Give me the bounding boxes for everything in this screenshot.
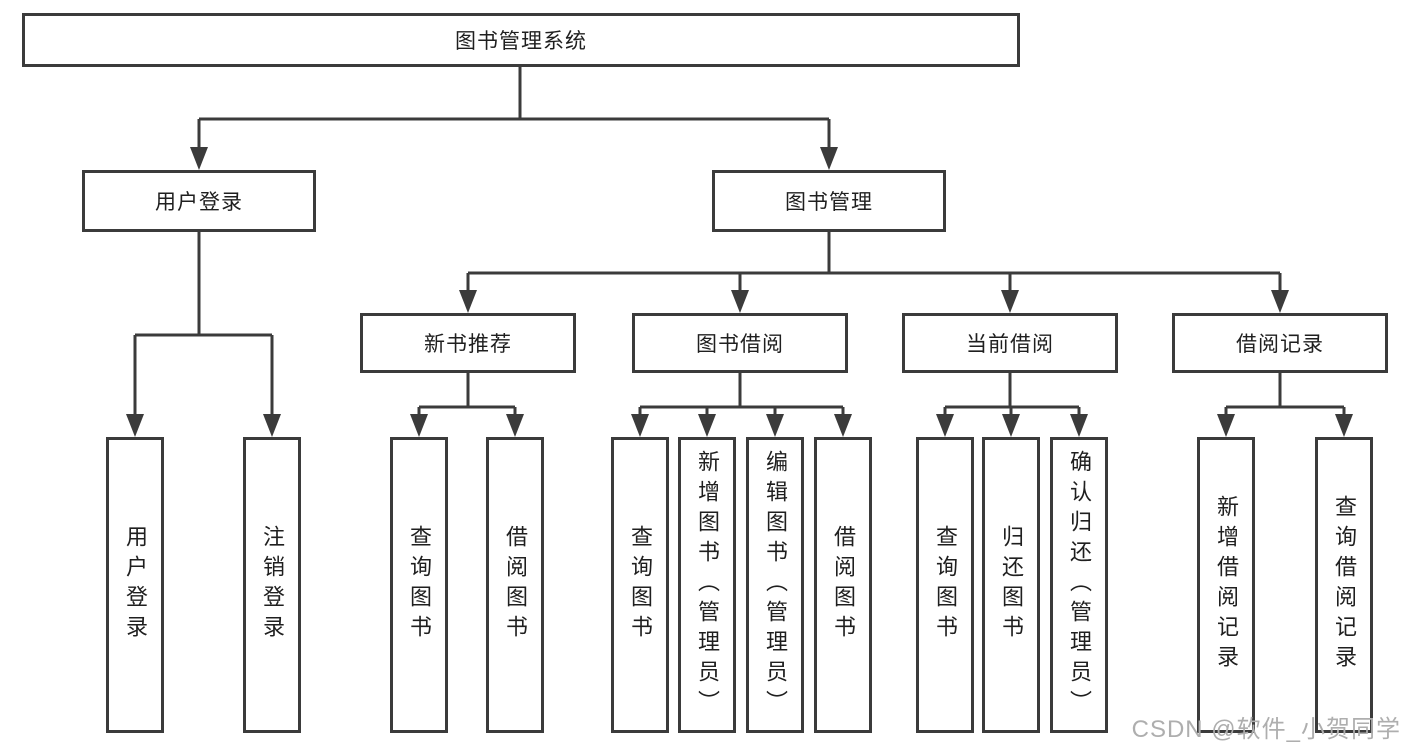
leaf-borrow-books-recommend: 借阅图书 xyxy=(486,437,544,733)
leaf-query-books-borrowing: 查询图书 xyxy=(611,437,669,733)
leaf-query-books-current: 查询图书 xyxy=(916,437,974,733)
leaf-label: 借阅图书 xyxy=(503,525,528,645)
leaf-label: 查询图书 xyxy=(933,525,958,645)
leaf-query-books-recommend: 查询图书 xyxy=(390,437,448,733)
arrow-down-icon xyxy=(1217,414,1235,437)
arrow-down-icon xyxy=(698,414,716,437)
arrow-down-icon xyxy=(126,414,144,437)
arrow-down-icon xyxy=(731,290,749,313)
leaf-return-books: 归还图书 xyxy=(982,437,1040,733)
node-new-book-recommend: 新书推荐 xyxy=(360,313,576,373)
node-book-borrowing: 图书借阅 xyxy=(632,313,848,373)
node-root: 图书管理系统 xyxy=(22,13,1020,67)
leaf-label: 确认归还（管理员） xyxy=(1067,450,1092,720)
leaf-label: 借阅图书 xyxy=(831,525,856,645)
arrow-down-icon xyxy=(1070,414,1088,437)
node-user-login: 用户登录 xyxy=(82,170,316,232)
leaf-label: 查询借阅记录 xyxy=(1332,495,1357,675)
leaf-label: 查询图书 xyxy=(407,525,432,645)
arrow-down-icon xyxy=(190,147,208,170)
node-borrow-records: 借阅记录 xyxy=(1172,313,1388,373)
arrow-down-icon xyxy=(1271,290,1289,313)
leaf-label: 新增图书（管理员） xyxy=(695,450,720,720)
arrow-down-icon xyxy=(263,414,281,437)
leaf-label: 归还图书 xyxy=(999,525,1024,645)
leaf-label: 用户登录 xyxy=(123,525,148,645)
leaf-label: 查询图书 xyxy=(628,525,653,645)
arrow-down-icon xyxy=(766,414,784,437)
arrow-down-icon xyxy=(834,414,852,437)
arrow-down-icon xyxy=(820,147,838,170)
leaf-user-login: 用户登录 xyxy=(106,437,164,733)
watermark: CSDN @软件_小贺同学 xyxy=(1131,716,1401,743)
leaf-logout-login: 注销登录 xyxy=(243,437,301,733)
arrow-down-icon xyxy=(410,414,428,437)
arrow-down-icon xyxy=(1002,414,1020,437)
leaf-label: 新增借阅记录 xyxy=(1214,495,1239,675)
leaf-label: 编辑图书（管理员） xyxy=(763,450,788,720)
node-book-management: 图书管理 xyxy=(712,170,946,232)
leaf-query-borrow-record: 查询借阅记录 xyxy=(1315,437,1373,733)
leaf-add-borrow-record: 新增借阅记录 xyxy=(1197,437,1255,733)
arrow-down-icon xyxy=(459,290,477,313)
leaf-add-books-admin: 新增图书（管理员） xyxy=(678,437,736,733)
arrow-down-icon xyxy=(1001,290,1019,313)
leaf-edit-books-admin: 编辑图书（管理员） xyxy=(746,437,804,733)
arrow-down-icon xyxy=(936,414,954,437)
arrow-down-icon xyxy=(631,414,649,437)
leaf-label: 注销登录 xyxy=(260,525,285,645)
leaf-borrow-books-borrowing: 借阅图书 xyxy=(814,437,872,733)
arrow-down-icon xyxy=(1335,414,1353,437)
arrow-down-icon xyxy=(506,414,524,437)
leaf-confirm-return-admin: 确认归还（管理员） xyxy=(1050,437,1108,733)
node-current-borrowing: 当前借阅 xyxy=(902,313,1118,373)
